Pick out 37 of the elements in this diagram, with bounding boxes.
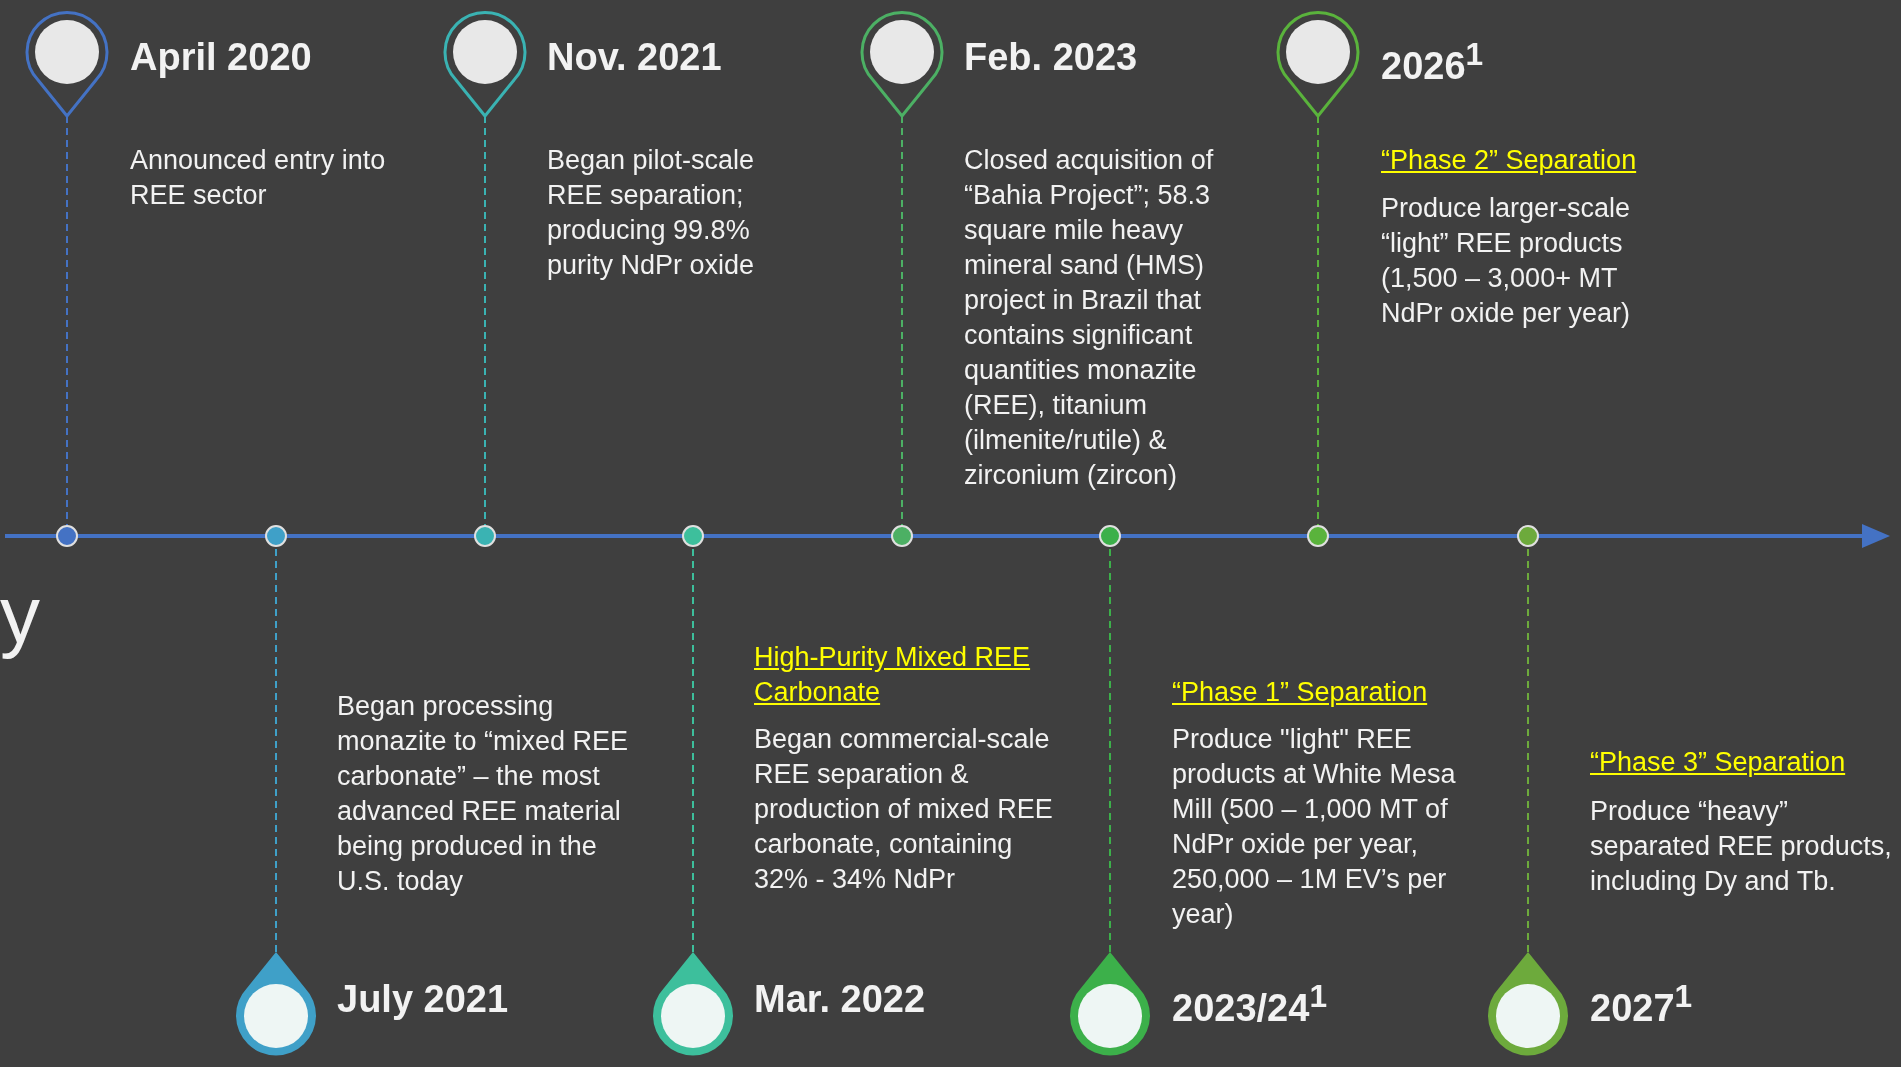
dashed-connector <box>275 546 277 953</box>
date-label: Nov. 2021 <box>547 36 722 79</box>
timeline-dot <box>56 525 78 547</box>
dashed-connector <box>1527 546 1529 953</box>
timeline-dot <box>1517 525 1539 547</box>
milestone-description: Began pilot-scale REE separation; producing 99.8% purity NdPr oxide <box>547 144 756 282</box>
dashed-connector <box>901 115 903 526</box>
timeline-dot <box>1099 525 1121 547</box>
date-label: 2027$^{1}$ <box>1590 978 1693 1030</box>
dashed-connector <box>692 546 694 953</box>
milestone-description: Produce “heavy” separated REE products, including Dy and Tb. <box>1590 795 1893 898</box>
milestone-description: Closed acquisition of “Bahia Project”; 58.3 square mile heavy mineral sand (HMS) project in Brazil that contains significant quantities monazite (REE), titanium (ilmenite/rutile) & zirconium (zircon) <box>964 144 1215 492</box>
milestone-heading: “Phase 2” Separation <box>1381 144 1638 177</box>
date-label: Mar. 2022 <box>754 978 926 1021</box>
dashed-connector <box>484 115 486 526</box>
cut-off-text: y <box>0 570 40 660</box>
milestone-description: Produce "light" REE products at White Mesa Mill (500 – 1,000 MT of NdPr oxide per year, 250,000 – 1M EV’s per year) <box>1172 723 1457 931</box>
timeline-dot <box>474 525 496 547</box>
milestone-heading: “Phase 3” Separation <box>1590 746 1847 779</box>
timeline-dot <box>891 525 913 547</box>
dashed-connector <box>66 115 68 526</box>
milestone-description: Announced entry into REE sector <box>130 144 387 212</box>
date-label: 2026$^{1}$ <box>1381 36 1484 88</box>
dashed-connector <box>1109 546 1111 953</box>
date-label: 2023/24$^{1}$ <box>1172 978 1327 1030</box>
date-label: Feb. 2023 <box>964 36 1138 79</box>
milestone-description: Began commercial-scale REE separation & production of mixed REE carbonate, containing 32% - 34% NdPr <box>754 723 1054 896</box>
date-label: July 2021 <box>337 978 509 1021</box>
dashed-connector <box>1317 115 1319 526</box>
timeline-dot <box>1307 525 1329 547</box>
milestone-description: Produce larger-scale “light” REE products (1,500 – 3,000+ MT NdPr oxide per year) <box>1381 192 1632 330</box>
milestone-heading: “Phase 1” Separation <box>1172 676 1429 709</box>
timeline-dot <box>682 525 704 547</box>
date-label: April 2020 <box>130 36 312 79</box>
milestone-heading: High-Purity Mixed REE Carbonate <box>754 641 1032 709</box>
milestone-description: Began processing monazite to “mixed REE carbonate” – the most advanced REE material being produced in the U.S. today <box>337 690 630 898</box>
timeline-dot <box>265 525 287 547</box>
